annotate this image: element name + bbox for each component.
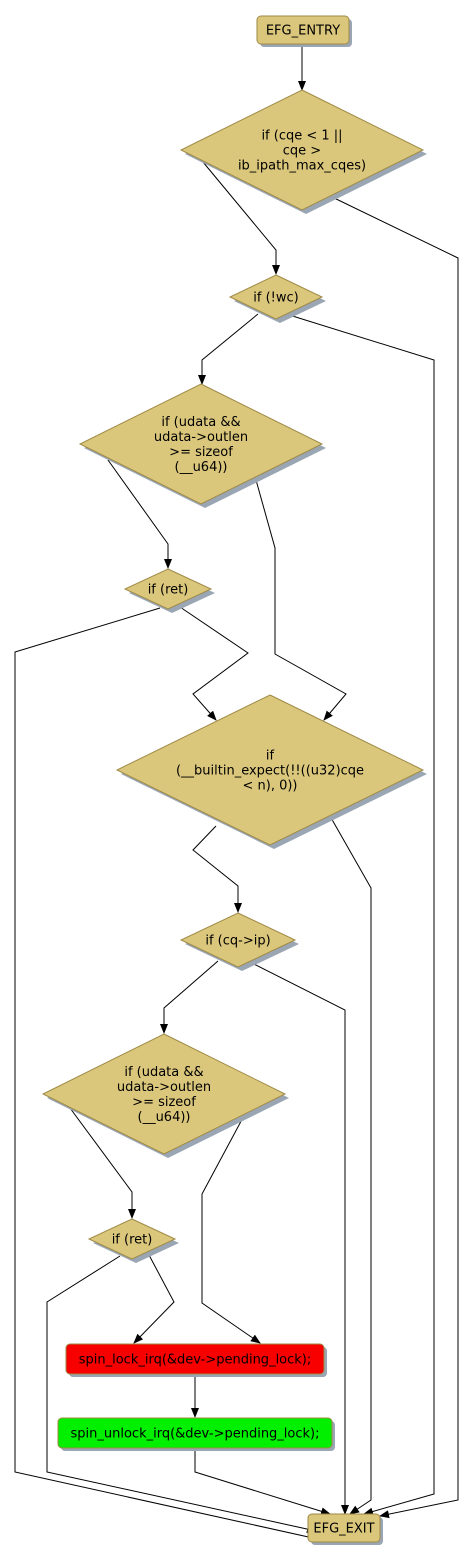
edge-d3-d4 <box>107 459 172 569</box>
node-d2: if (!wc) <box>228 274 326 323</box>
node-diamond <box>228 274 324 320</box>
edge-d2-exit <box>285 313 435 1516</box>
node-label: if (cq->ip) <box>205 934 270 949</box>
edge-d2-d3 <box>198 313 259 385</box>
edge-d6-exit <box>249 961 349 1515</box>
node-lock: spin_lock_irq(&dev->pending_lock); <box>65 1343 327 1377</box>
node-d7: if (udata &&udata->outlen>= sizeof(__u64… <box>41 1033 289 1158</box>
node-box <box>307 1513 381 1543</box>
edge-unlock-exit <box>194 1449 331 1516</box>
node-label: spin_unlock_irq(&dev->pending_lock); <box>71 1427 320 1442</box>
node-label: (__builtin_expect(!!((u32)cqe <box>176 764 364 779</box>
edge-d8-lock <box>133 1254 175 1344</box>
edge-d7-lock <box>201 1111 261 1344</box>
node-label: EFG_EXIT <box>313 1522 374 1537</box>
node-diamond <box>78 383 324 505</box>
node-box <box>57 1417 333 1449</box>
node-label: >= sizeof <box>132 1095 196 1110</box>
node-label: if (ret) <box>148 583 189 598</box>
edge-d4-exit <box>14 607 323 1542</box>
edge-d4-d5 <box>179 606 249 721</box>
node-d8: if (ret) <box>87 1218 179 1263</box>
edge-d5-exit <box>329 815 372 1515</box>
node-label: if (!wc) <box>253 291 298 306</box>
node-label: if <box>266 749 275 764</box>
node-label: spin_lock_irq(&dev->pending_lock); <box>79 1353 312 1368</box>
node-label: (__u64)) <box>138 1110 191 1125</box>
node-diamond <box>179 912 297 968</box>
edge-d1-d2 <box>197 155 280 275</box>
node-label: udata->outlen <box>117 1080 211 1095</box>
node-label: (__u64)) <box>175 460 228 475</box>
node-diamond <box>115 694 425 846</box>
node-d4: if (ret) <box>123 568 215 613</box>
node-d3: if (udata &&udata->outlen>= sizeof(__u64… <box>78 383 326 508</box>
node-unlock: spin_unlock_irq(&dev->pending_lock); <box>57 1417 335 1451</box>
node-diamond <box>41 1033 287 1155</box>
node-diamond <box>87 1218 177 1260</box>
edge-d5-d6 <box>192 825 242 913</box>
node-label: udata->outlen <box>154 430 248 445</box>
node-diamond <box>179 89 425 211</box>
edge-d8-exit <box>46 1255 317 1533</box>
node-label: ib_ipath_max_cqes) <box>238 159 366 174</box>
node-label: EFG_ENTRY <box>266 24 340 39</box>
node-exit: EFG_EXIT <box>307 1513 383 1545</box>
edge-d7-d8 <box>69 1107 136 1219</box>
edges <box>14 45 459 1542</box>
node-d1: if (cqe < 1 ||cqe >ib_ipath_max_cqes) <box>179 89 427 214</box>
edge-d6-d7 <box>160 960 219 1034</box>
edge-d1-exit <box>329 195 459 1519</box>
node-label: if (udata && <box>161 415 240 430</box>
node-entry: EFG_ENTRY <box>256 15 352 47</box>
node-d5: if(__builtin_expect(!!((u32)cqe< n), 0)) <box>115 694 427 849</box>
node-label: if (udata && <box>124 1065 203 1080</box>
edge-d3-d5 <box>255 479 347 721</box>
node-label: cqe > <box>283 144 321 159</box>
node-d6: if (cq->ip) <box>179 912 299 971</box>
node-label: if (ret) <box>112 1233 153 1248</box>
node-box <box>65 1343 325 1375</box>
node-label: >= sizeof <box>169 445 233 460</box>
node-label: if (cqe < 1 || <box>261 129 342 144</box>
node-box <box>256 15 350 45</box>
node-diamond <box>123 568 213 610</box>
node-label: < n), 0)) <box>242 779 297 794</box>
